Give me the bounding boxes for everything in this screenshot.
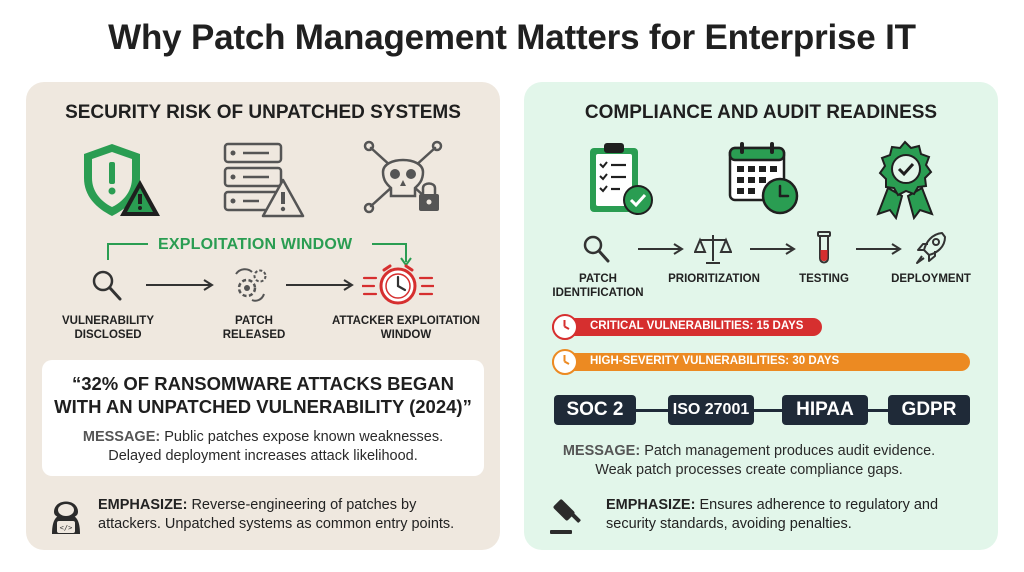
magnifier-icon <box>88 268 128 302</box>
security-risk-panel: SECURITY RISK OF UNPATCHED SYSTEMS <box>26 82 500 550</box>
high-severity-deadline-bar: HIGH-SEVERITY VULNERABILITIES: 30 DAYS <box>552 349 970 375</box>
flow-arrow <box>750 243 796 255</box>
connector-line <box>866 409 890 412</box>
skull-lock-icon <box>361 140 447 220</box>
timeline-arrow <box>146 279 214 291</box>
page-title: Why Patch Management Matters for Enterpr… <box>108 18 916 57</box>
high-severity-deadline-text: HIGH-SEVERITY VULNERABILITIES: 30 DAYS <box>590 355 840 367</box>
hacker-icon: </> <box>46 494 86 536</box>
test-tube-icon <box>812 230 836 266</box>
calendar-clock-icon <box>726 140 802 220</box>
critical-deadline-text: CRITICAL VULNERABILITIES: 15 DAYS <box>590 320 804 332</box>
step-testing: TESTING <box>799 273 849 285</box>
left-emphasize: EMPHASIZE: Reverse-engineering of patche… <box>98 497 455 532</box>
left-message: MESSAGE: Public patches expose known wea… <box>82 429 444 464</box>
compliance-heading: COMPLIANCE AND AUDIT READINESS <box>584 102 938 123</box>
server-warning-icon <box>219 140 305 220</box>
clock-icon <box>552 314 578 340</box>
standard-gdpr: GDPR <box>888 395 970 425</box>
standard-soc2: SOC 2 <box>554 395 636 425</box>
svg-text:</>: </> <box>60 524 73 532</box>
step-deployment: DEPLOYMENT <box>891 273 971 285</box>
alarm-clock-icon <box>362 262 434 308</box>
flow-arrow <box>638 243 684 255</box>
award-badge-icon <box>870 140 940 220</box>
critical-deadline-bar: CRITICAL VULNERABILITIES: 15 DAYS <box>552 314 822 340</box>
right-emphasize: EMPHASIZE: Ensures adherence to regulato… <box>606 497 939 532</box>
clock-icon <box>552 349 578 375</box>
connector-line <box>634 409 670 412</box>
exploitation-window-label: EXPLOITATION WINDOW <box>158 236 353 253</box>
scales-icon <box>694 232 732 266</box>
flow-arrow <box>856 243 902 255</box>
standard-hipaa: HIPAA <box>782 395 868 425</box>
magnifier-icon <box>580 232 614 266</box>
compliance-panel: COMPLIANCE AND AUDIT READINESS <box>524 82 998 550</box>
rocket-icon <box>914 230 948 266</box>
timeline-arrow <box>286 279 354 291</box>
shield-warning-icon <box>76 140 162 220</box>
connector-line <box>752 409 784 412</box>
gavel-icon <box>548 496 586 536</box>
security-risk-heading: SECURITY RISK OF UNPATCHED SYSTEMS <box>65 102 461 123</box>
standard-iso27001: ISO 27001 <box>668 395 754 425</box>
right-message: MESSAGE: Patch management produces audit… <box>562 443 936 478</box>
checklist-icon <box>586 140 656 220</box>
gears-icon <box>232 266 272 304</box>
step-prioritization: PRIORITIZATION <box>668 273 760 285</box>
